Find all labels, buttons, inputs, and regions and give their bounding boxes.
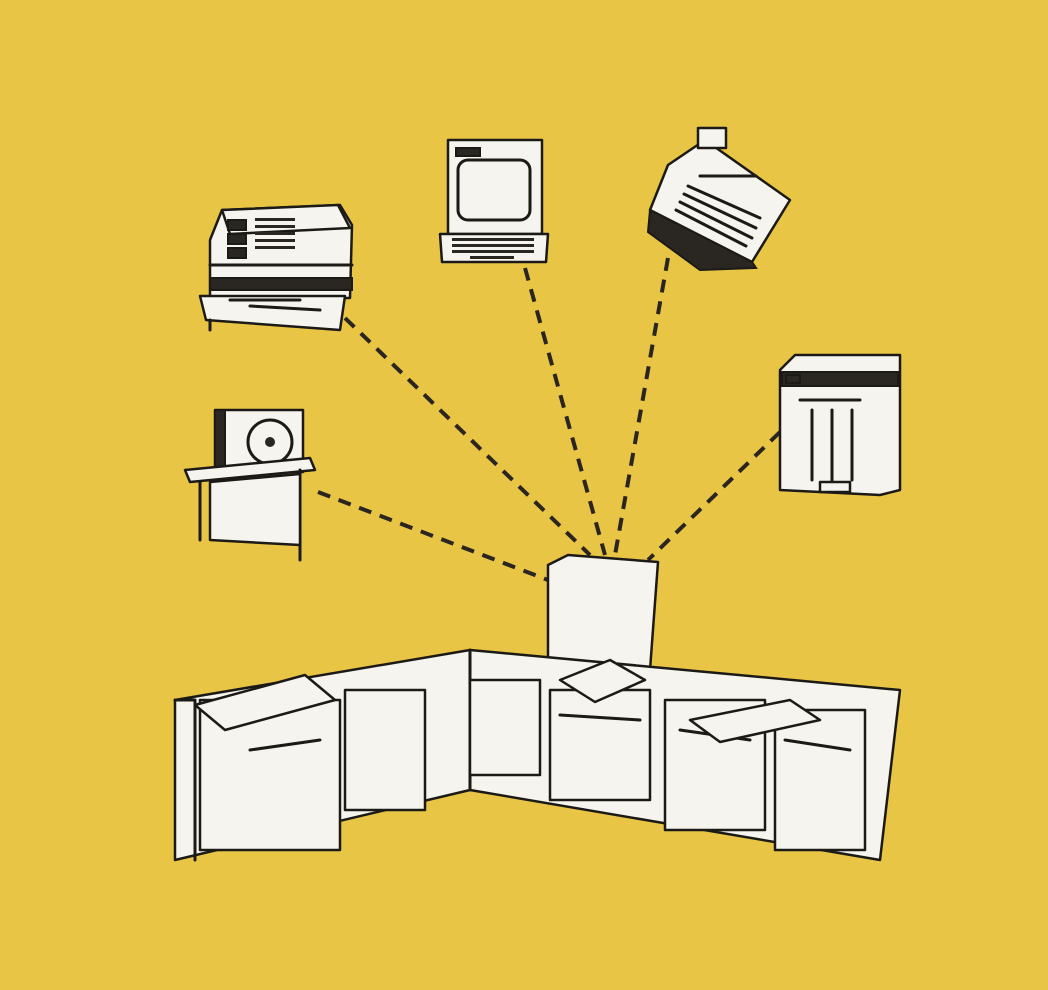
line-printer-icon <box>780 355 900 495</box>
card-reader-workstation-icon <box>200 205 352 330</box>
display-terminal-icon <box>440 140 548 262</box>
